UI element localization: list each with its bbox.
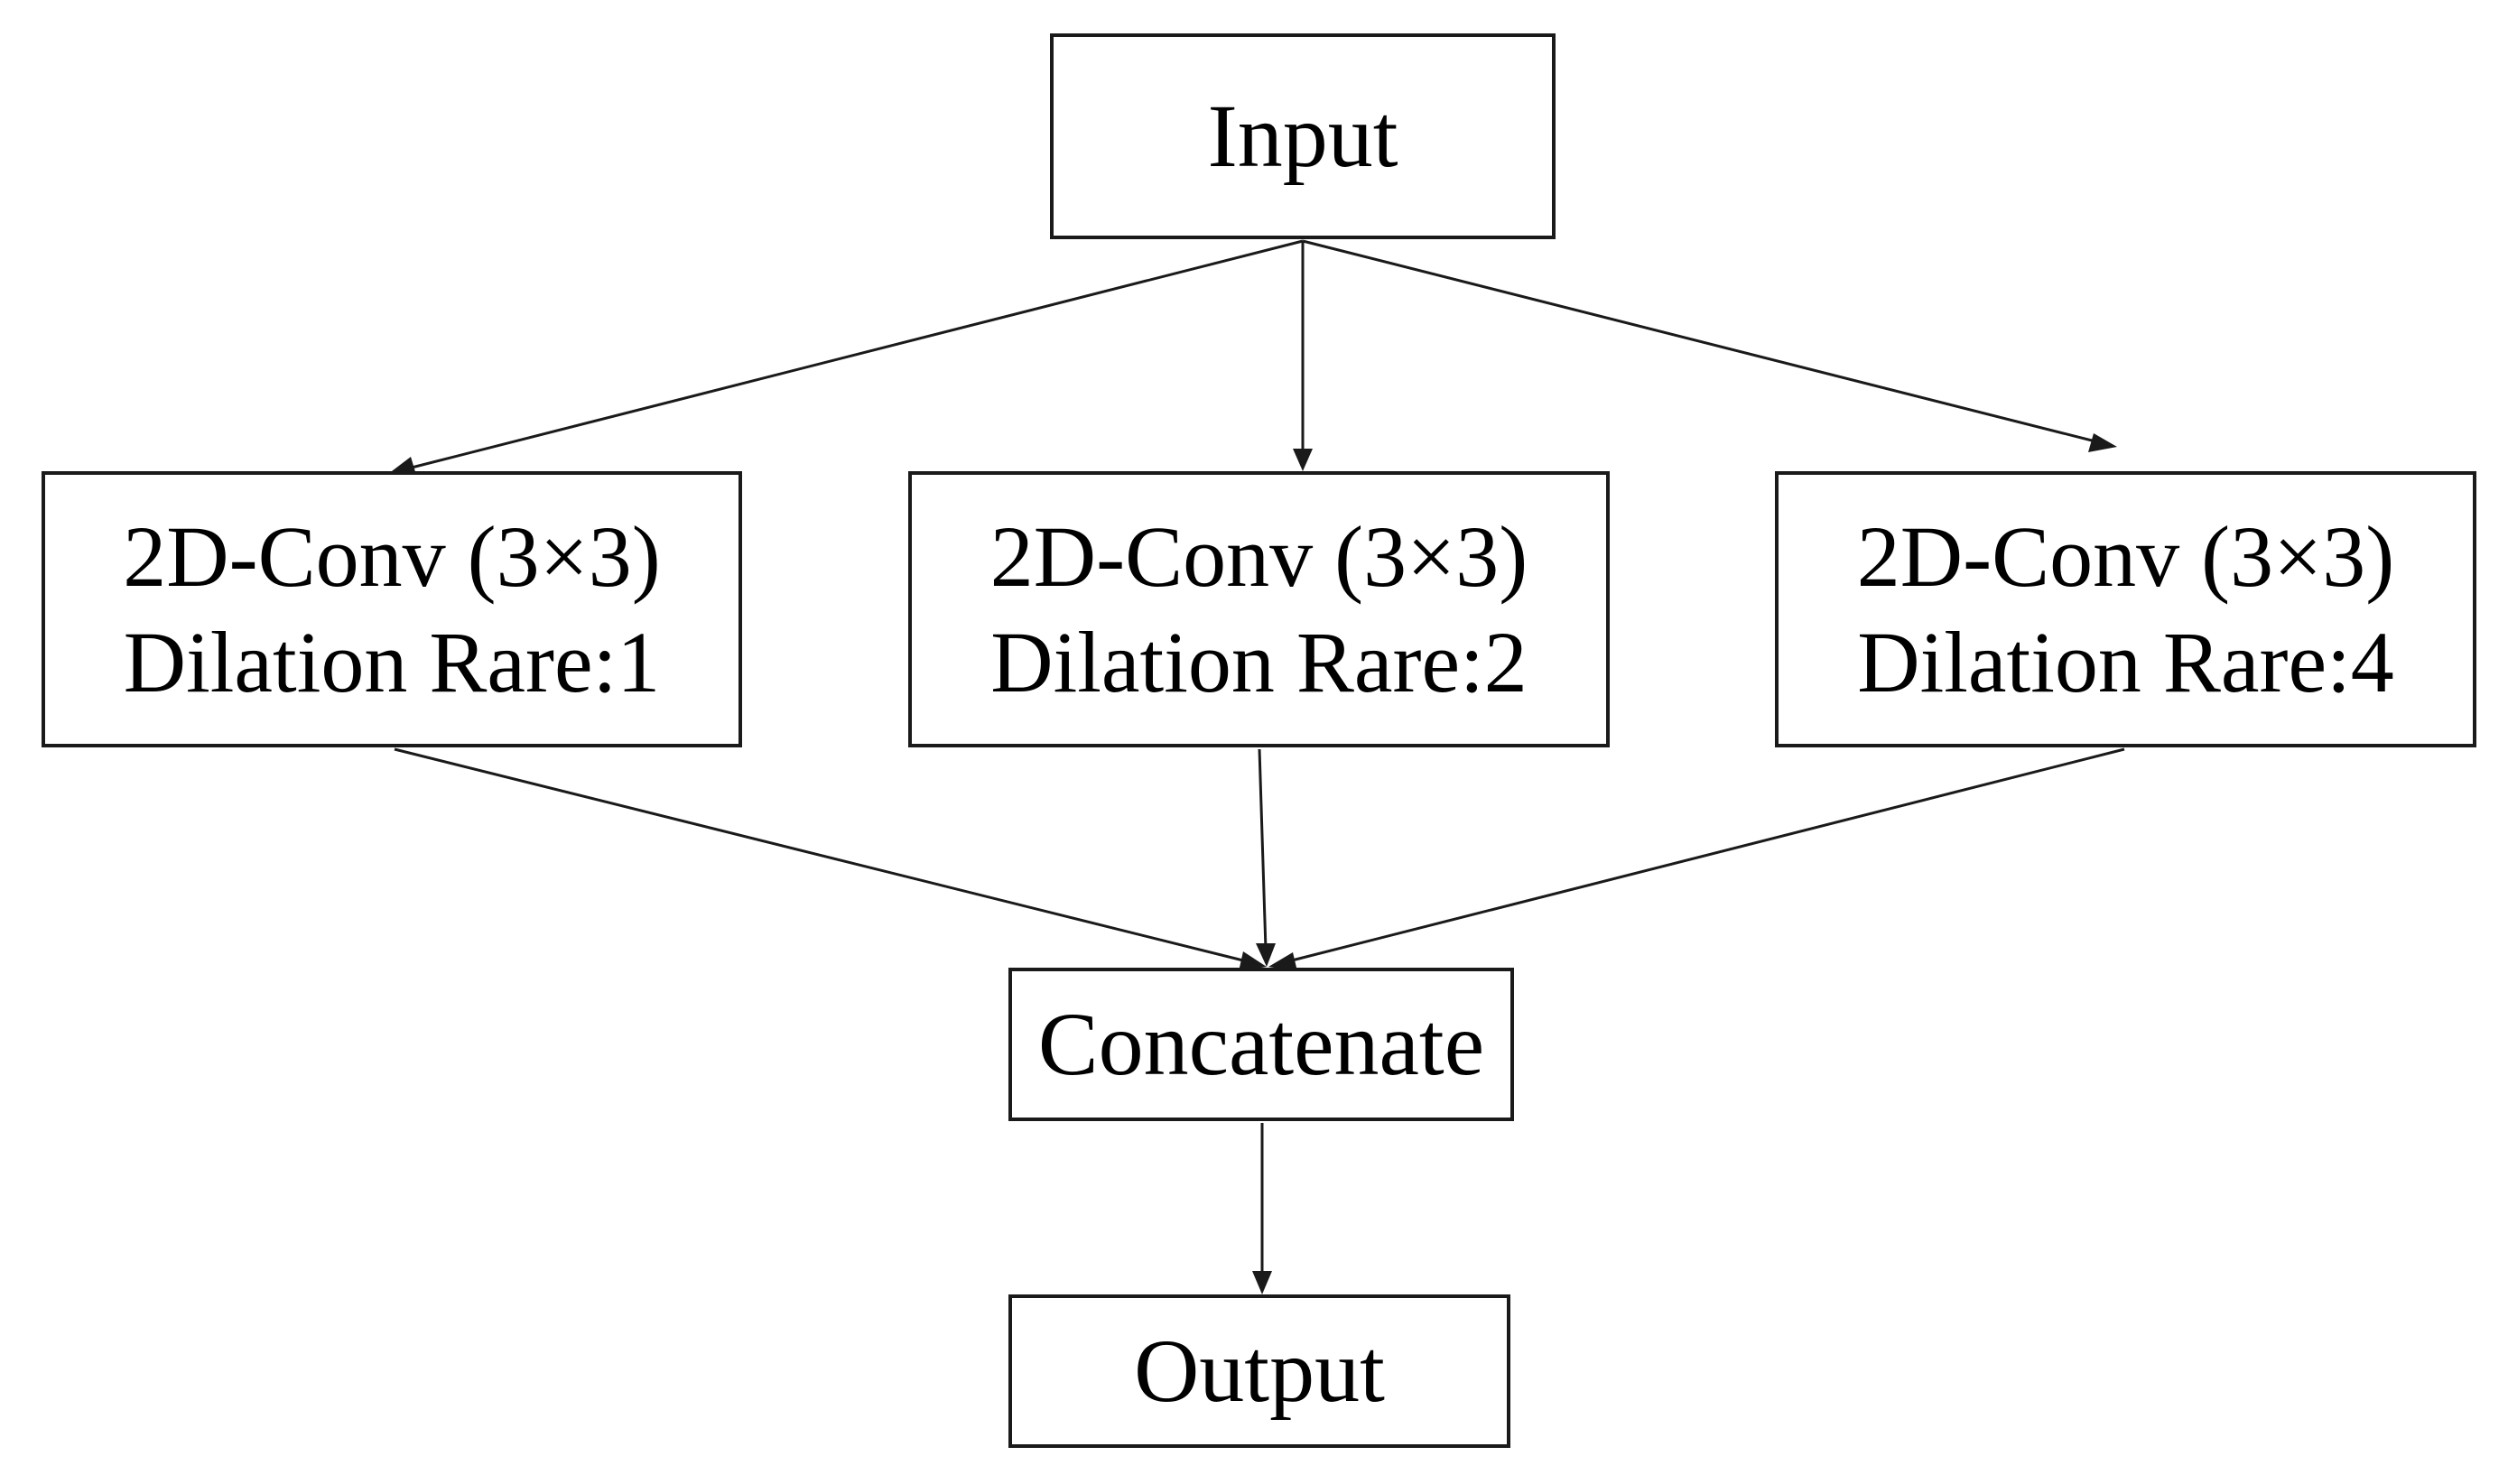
conv-1-dilation-label: Dilation Rare:1 bbox=[123, 614, 661, 710]
edge-input-to-conv-1 bbox=[388, 239, 1304, 475]
edge-conv-2-to-concatenate bbox=[1256, 748, 1276, 967]
concatenate-label: Concatenate bbox=[1037, 994, 1485, 1094]
edge-input-to-conv-2 bbox=[1293, 241, 1313, 471]
conv-4-dilation-label: Dilation Rare:4 bbox=[1857, 614, 2394, 710]
conv-2-dilation-label: Dilation Rare:2 bbox=[990, 614, 1528, 710]
conv-4-kernel-label: 2D-Conv (3×3) bbox=[1856, 507, 2395, 605]
conv-2-kernel-label: 2D-Conv (3×3) bbox=[989, 507, 1528, 605]
input-label: Input bbox=[1207, 86, 1398, 186]
edge-input-to-conv-4 bbox=[1302, 239, 2117, 452]
edge-conv-4-to-concatenate bbox=[1268, 747, 2125, 971]
conv-1-kernel-label: 2D-Conv (3×3) bbox=[123, 507, 661, 605]
conv-node-dilation-2: 2D-Conv (3×3) Dilation Rare:2 bbox=[908, 471, 1610, 747]
edge-concatenate-to-output bbox=[1252, 1123, 1272, 1294]
conv-node-dilation-1: 2D-Conv (3×3) Dilation Rare:1 bbox=[42, 471, 742, 747]
concatenate-node: Concatenate bbox=[1008, 968, 1514, 1121]
edge-conv-1-to-concatenate bbox=[394, 747, 1267, 971]
output-label: Output bbox=[1134, 1321, 1385, 1421]
output-node: Output bbox=[1008, 1294, 1510, 1448]
conv-node-dilation-4: 2D-Conv (3×3) Dilation Rare:4 bbox=[1775, 471, 2476, 747]
input-node: Input bbox=[1050, 33, 1556, 239]
